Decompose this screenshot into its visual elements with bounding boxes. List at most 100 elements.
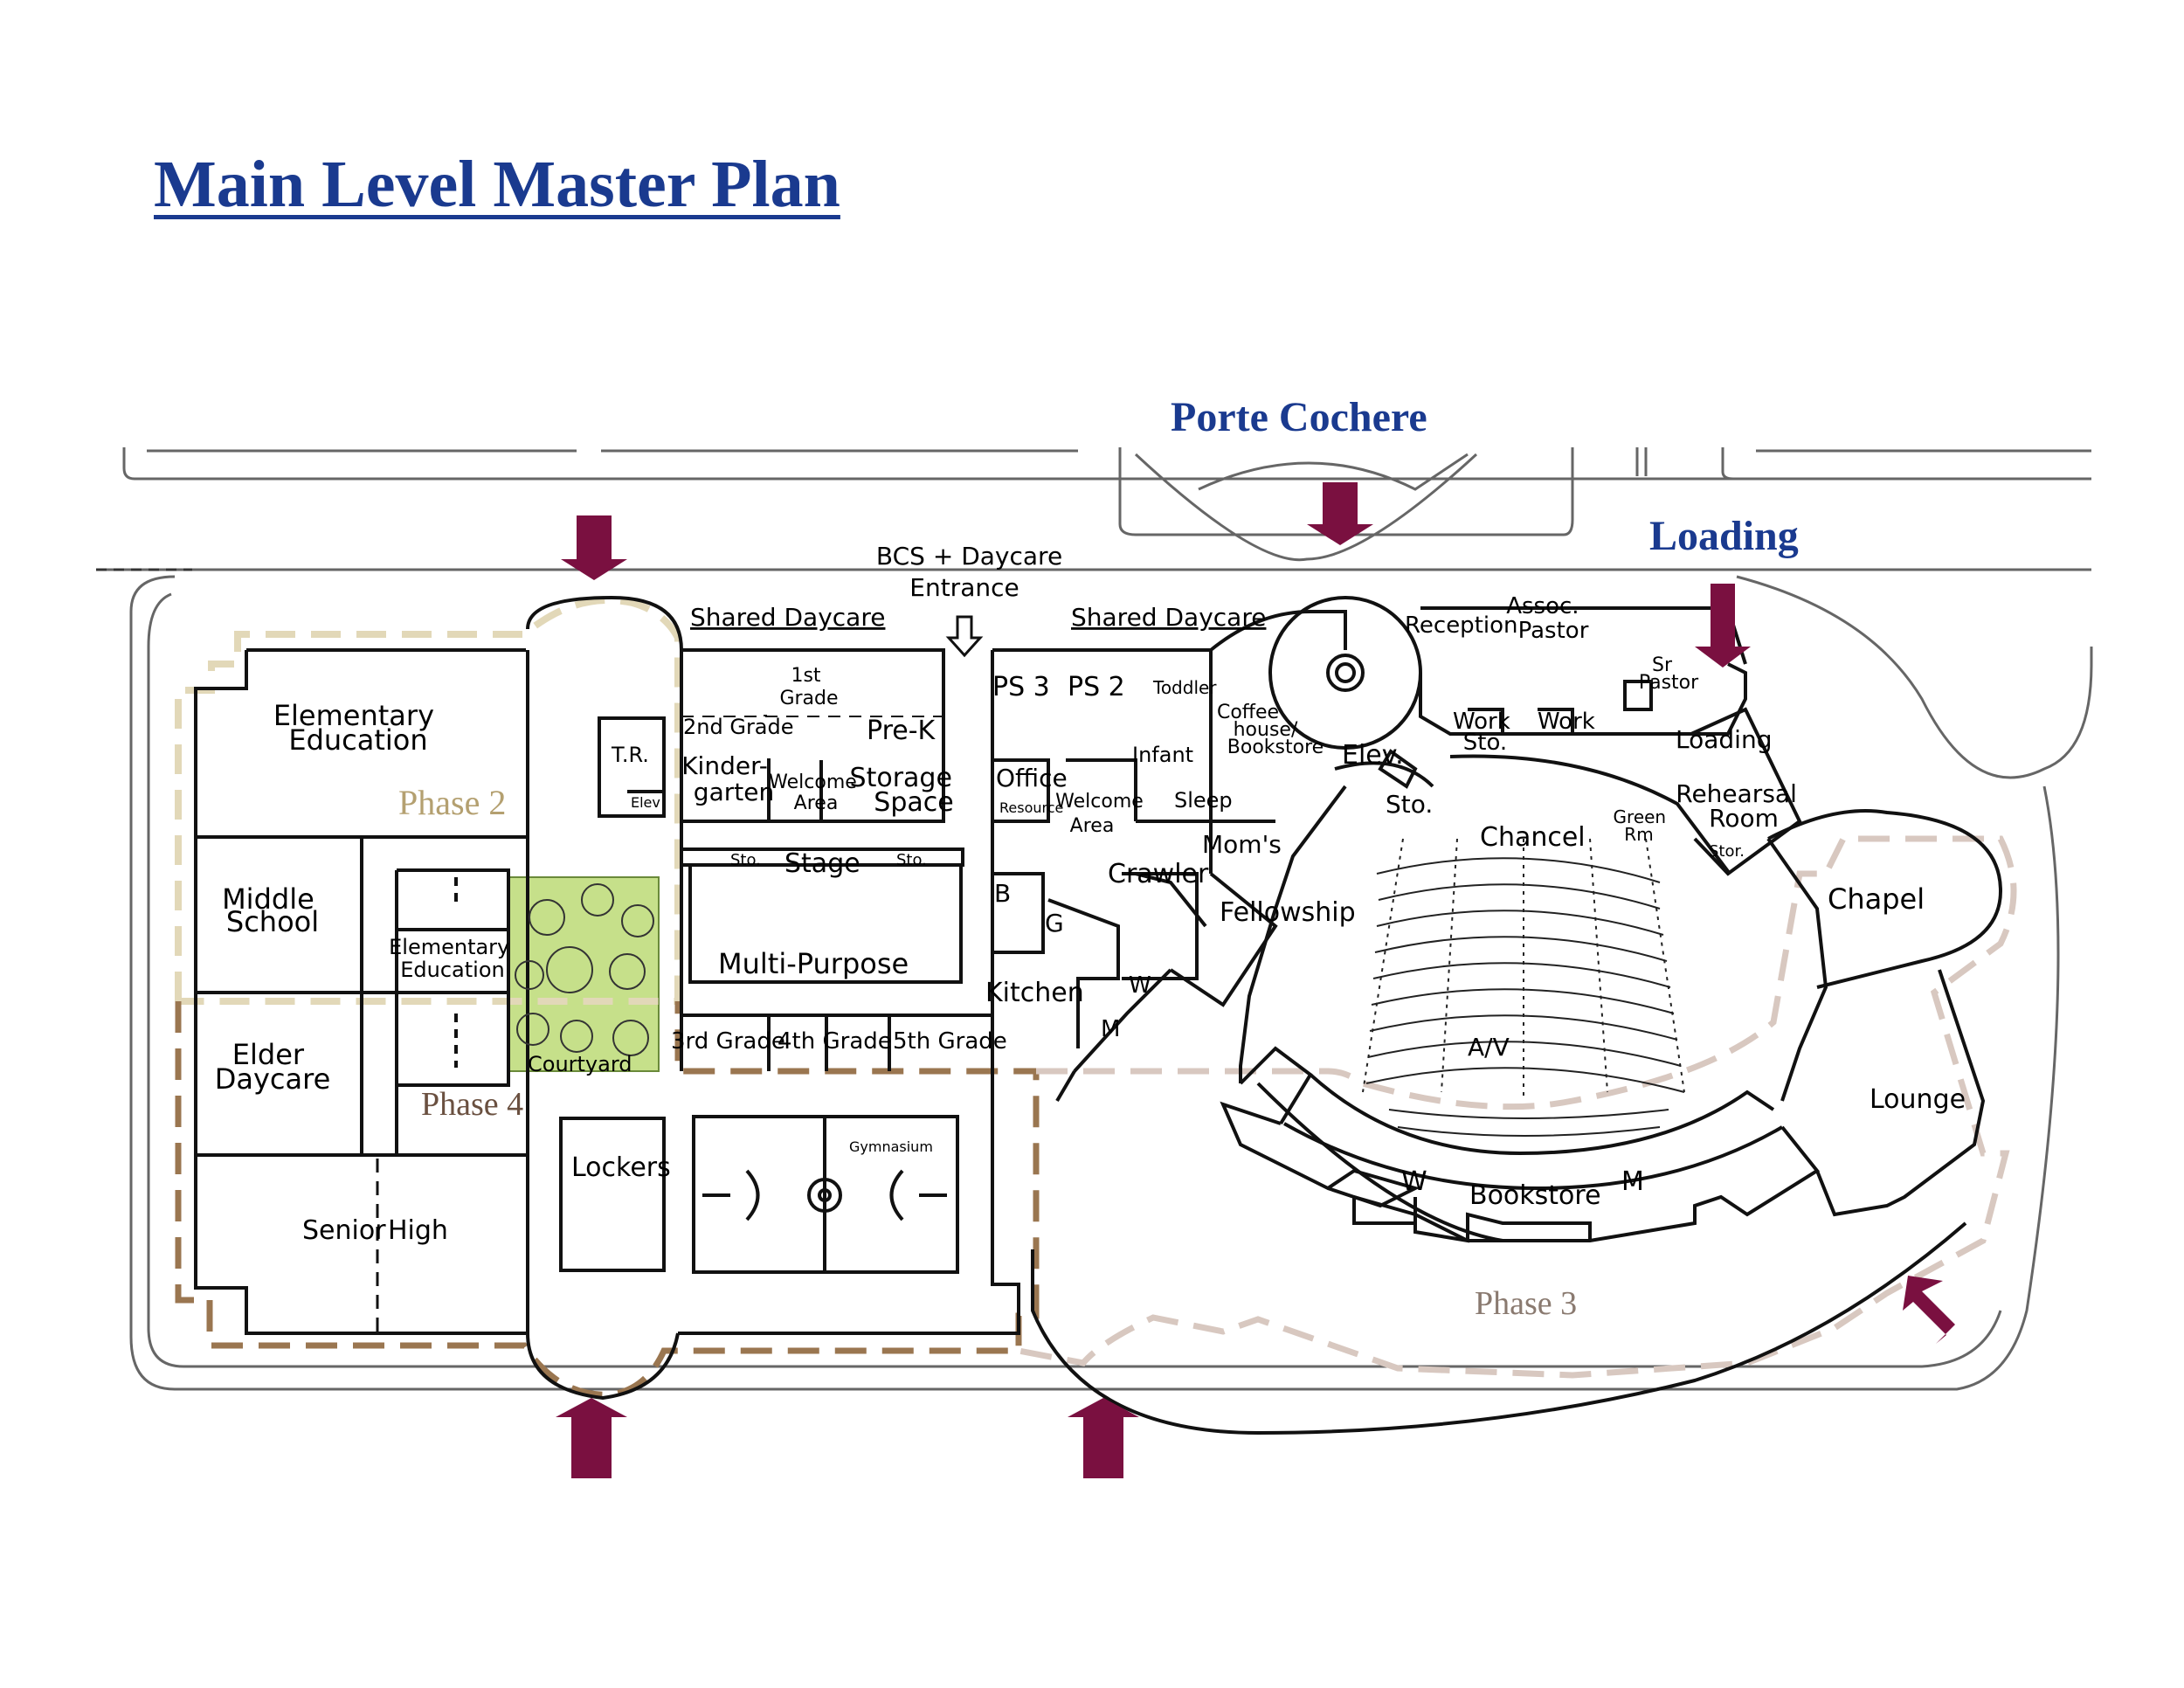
courtyard-plantings — [515, 883, 654, 1056]
room-stage: Stage — [784, 848, 860, 879]
room-welcome-area-1-line2: Area — [794, 792, 839, 814]
room-green-rm-line1: Green — [1614, 806, 1667, 827]
room-chapel: Chapel — [1828, 882, 1925, 916]
room-senior: Senior — [302, 1215, 386, 1246]
room-elev-left: Elev — [631, 794, 660, 811]
room-welcome-area-1-line1: Welcome — [769, 771, 857, 793]
loading-label: Loading — [1649, 513, 1799, 559]
room-elementary-education: Elementary Education — [273, 699, 443, 757]
room-crawler: Crawler — [1108, 859, 1209, 889]
room-middle-school: Middle School — [222, 882, 323, 938]
courtyard-area — [508, 876, 660, 1072]
room-m: M — [1621, 1166, 1644, 1197]
bcs-entrance-arrow — [945, 615, 984, 658]
room-sleep: Sleep — [1174, 788, 1233, 813]
room-elder-daycare-line1: Elder — [232, 1038, 305, 1071]
room-middle-school-line2: School — [226, 905, 319, 938]
room-first-grade-line2: Grade — [779, 688, 838, 709]
room-lockers: Lockers — [571, 1152, 671, 1183]
room-coffee-house-line3: Bookstore — [1227, 737, 1324, 758]
phase-2-boundary — [175, 597, 681, 1005]
room-welcome-area-2-line2: Area — [1070, 815, 1115, 837]
west-wing-walls — [194, 595, 1020, 1401]
room-rehearsal: Rehearsal Room — [1676, 779, 1805, 833]
room-elementary-education-small: Elementary Education — [389, 935, 516, 982]
room-courtyard: Courtyard — [528, 1052, 632, 1076]
entrance-arrows — [556, 482, 1955, 1478]
room-reception: Reception — [1405, 612, 1518, 639]
room-kindergarten: Kinder- garten — [681, 751, 776, 806]
room-fifth-grade: 5th Grade — [893, 1028, 1007, 1055]
room-welcome-area-1: Welcome Area — [769, 771, 863, 814]
room-stor: Stor. — [1709, 842, 1745, 861]
room-elementary-education-line2: Education — [288, 723, 427, 757]
room-lounge: Lounge — [1870, 1084, 1966, 1115]
room-elder-daycare-line2: Daycare — [215, 1062, 331, 1096]
page-title: Main Level Master Plan — [154, 148, 840, 221]
room-w-small: W — [1129, 972, 1151, 999]
room-first-grade: 1st Grade — [779, 665, 838, 709]
room-resource: Resource — [999, 799, 1063, 816]
room-kitchen: Kitchen — [985, 978, 1084, 1008]
room-shared-daycare-1: Shared Daycare — [690, 603, 885, 632]
arrow-south-east — [1903, 1276, 1955, 1344]
room-storage-space-line1: Storage — [850, 763, 952, 793]
room-kindergarten-line2: garten — [694, 778, 774, 806]
room-storage-space: Storage Space — [850, 763, 961, 818]
room-rehearsal-line1: Rehearsal — [1676, 779, 1797, 808]
room-green-rm-line2: Rm — [1624, 824, 1653, 845]
room-toddler: Toddler — [1152, 677, 1217, 698]
room-coffee-house-line1: Coffee — [1217, 702, 1279, 723]
room-sr-pastor-line2: Pastor — [1639, 672, 1699, 694]
room-sto-b: Sto. — [896, 851, 927, 869]
room-office: Office — [996, 764, 1068, 792]
room-bcs-entrance-line2: Entrance — [909, 573, 1019, 602]
room-fourth-grade: 4th Grade — [778, 1028, 892, 1055]
phase-3-boundary — [1018, 835, 2017, 1379]
room-shared-daycare-2: Shared Daycare — [1071, 603, 1266, 632]
arrow-south-west — [556, 1398, 627, 1478]
room-work-sto-line1: Work — [1453, 709, 1510, 735]
room-labels: Elementary Education Middle School Elder… — [215, 542, 1966, 1246]
room-storage-space-line2: Space — [874, 787, 953, 818]
room-bcs-entrance-line1: BCS + Daycare — [876, 542, 1062, 571]
room-fellowship: Fellowship — [1220, 897, 1356, 928]
room-work-sto-line2: Sto. — [1463, 730, 1507, 756]
room-pre-k: Pre-K — [867, 716, 936, 746]
arrow-north-west — [561, 515, 627, 580]
room-m-small: M — [1101, 1016, 1120, 1042]
room-sto-center: Sto. — [1386, 790, 1433, 819]
room-infant: Infant — [1132, 743, 1193, 767]
sanctuary-walls — [1031, 596, 2003, 1435]
arrow-loading — [1695, 584, 1751, 668]
room-first-grade-line1: 1st — [791, 665, 820, 687]
room-sr-pastor: Sr Pastor — [1639, 654, 1699, 694]
room-elder-daycare: Elder Daycare — [215, 1038, 331, 1096]
room-elementary-education-small-line1: Elementary — [389, 935, 509, 959]
room-ps2: PS 2 — [1068, 672, 1125, 702]
room-w: W — [1401, 1166, 1427, 1197]
room-sr-pastor-line1: Sr — [1652, 654, 1673, 676]
room-kindergarten-line1: Kinder- — [681, 751, 768, 780]
room-elev-center: Elev. — [1342, 740, 1404, 771]
arrow-north-center — [1307, 482, 1373, 545]
room-welcome-area-2-line1: Welcome — [1055, 791, 1144, 813]
room-green-rm: Green Rm — [1614, 806, 1672, 845]
room-moms: Mom's — [1202, 830, 1282, 859]
phase-4-label: Phase 4 — [421, 1086, 523, 1123]
room-second-grade: 2nd Grade — [683, 715, 794, 739]
room-gymnasium: Gymnasium — [849, 1138, 933, 1155]
room-assoc-pastor-line1: Assoc. — [1506, 593, 1579, 619]
room-chancel: Chancel — [1480, 822, 1586, 853]
room-coffee-house: Coffee house/ Bookstore — [1217, 702, 1324, 758]
room-welcome-area-2: Welcome Area — [1055, 791, 1150, 837]
room-bookstore: Bookstore — [1469, 1180, 1601, 1211]
phase-4-boundary — [175, 1001, 1040, 1398]
room-assoc-pastor-line2: Pastor — [1518, 618, 1589, 644]
phase-3-label: Phase 3 — [1475, 1285, 1577, 1322]
room-rehearsal-line2: Room — [1709, 804, 1779, 833]
room-tr: T.R. — [611, 743, 649, 767]
room-b: B — [994, 879, 1011, 908]
room-work-sto: Work Sto. — [1453, 709, 1517, 756]
